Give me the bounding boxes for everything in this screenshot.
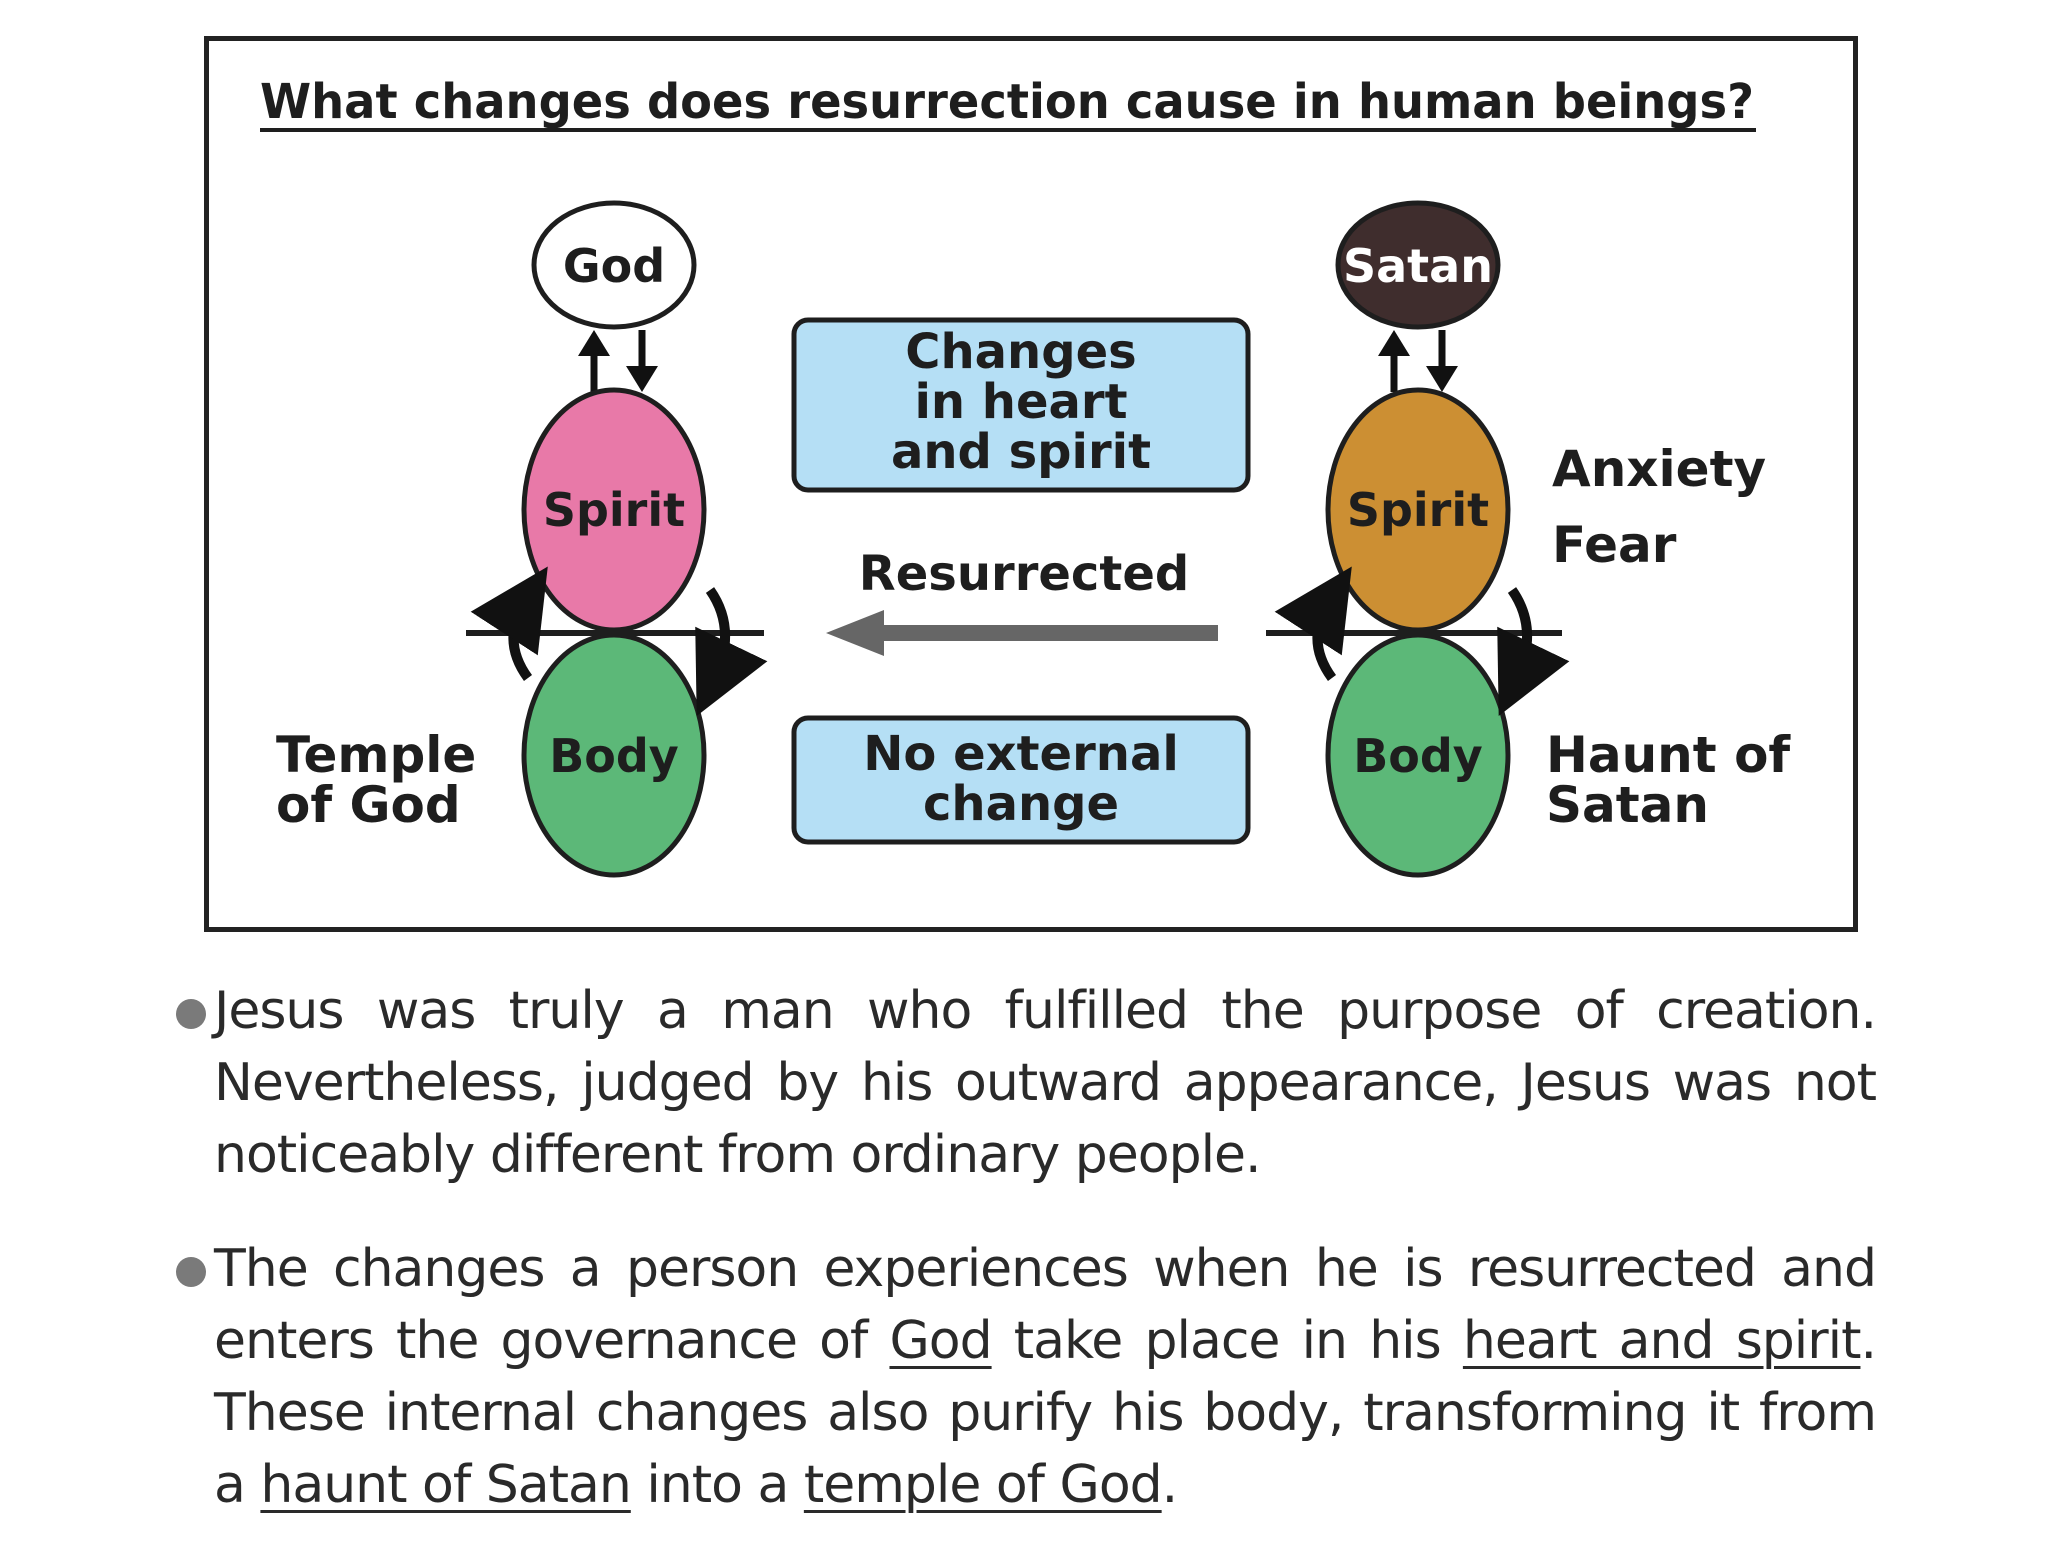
p2-segment-1: The changes a person experiences when he… [214, 1239, 1877, 1371]
bullet-icon [176, 999, 206, 1029]
temple-label-line1: Temple [276, 726, 476, 784]
god-ellipse [531, 200, 697, 330]
underlined-god: God [889, 1311, 992, 1371]
underlined-heart-and-spirit: heart and spirit [1462, 1311, 1862, 1371]
changes-box-line3: and spirit [891, 424, 1151, 480]
resurrected-arrow-left-icon [826, 610, 884, 656]
paragraph-1-text: Jesus was truly a man who fulfilled the … [214, 981, 1877, 1185]
no-change-box-line2: change [923, 776, 1119, 832]
paragraph-1: Jesus was truly a man who fulfilled the … [176, 975, 1877, 1191]
god-label: God [563, 239, 665, 293]
right-up-arrow-head-icon [1378, 330, 1410, 356]
left-spirit-label: Spirit [543, 483, 685, 537]
left-body-label: Body [549, 729, 679, 783]
diagram-frame [204, 36, 1858, 932]
right-rotate-arrow-right-icon [1497, 587, 1570, 717]
right-spirit-label: Spirit [1347, 483, 1489, 537]
paragraph-2: The changes a person experiences when he… [176, 1233, 1877, 1521]
resurrection-diagram: What changes does resurrection cause in … [260, 74, 1791, 878]
up-arrow-head-icon [578, 330, 610, 356]
resurrected-label: Resurrected [859, 546, 1189, 602]
left-rotate-arrow-right-icon [695, 587, 768, 717]
temple-label-line2: of God [276, 776, 461, 834]
no-external-change-box [791, 715, 1251, 845]
down-arrow-head-icon [626, 366, 658, 392]
diagram-title: What changes does resurrection cause in … [260, 74, 1754, 130]
underlined-haunt-of-satan: haunt of Satan [260, 1455, 631, 1515]
right-rotate-arrow-left-icon [1274, 566, 1352, 681]
left-rotate-arrow-left-icon [470, 566, 548, 681]
p2-segment-2: take place in his [991, 1311, 1463, 1371]
fear-label: Fear [1552, 516, 1677, 574]
right-body-label: Body [1353, 729, 1483, 783]
changes-box-line1: Changes [905, 324, 1136, 380]
satan-ellipse [1335, 200, 1501, 330]
p2-segment-4: into a [630, 1455, 804, 1515]
satan-label: Satan [1343, 239, 1493, 293]
p2-segment-5: . [1161, 1455, 1179, 1515]
underlined-temple-of-god: temple of God [803, 1455, 1163, 1515]
right-down-arrow-head-icon [1426, 366, 1458, 392]
changes-box-line2: in heart [914, 374, 1127, 430]
anxiety-label: Anxiety [1552, 440, 1766, 498]
haunt-label-line1: Haunt of [1546, 726, 1791, 784]
explanation-text: Jesus was truly a man who fulfilled the … [176, 975, 1877, 1563]
no-change-box-line1: No external [863, 726, 1179, 782]
p2-segment-3: . These internal changes also purify his… [214, 1311, 1877, 1515]
haunt-label-line2: Satan [1546, 776, 1709, 834]
bullet-icon [176, 1257, 206, 1287]
changes-box [791, 317, 1251, 493]
